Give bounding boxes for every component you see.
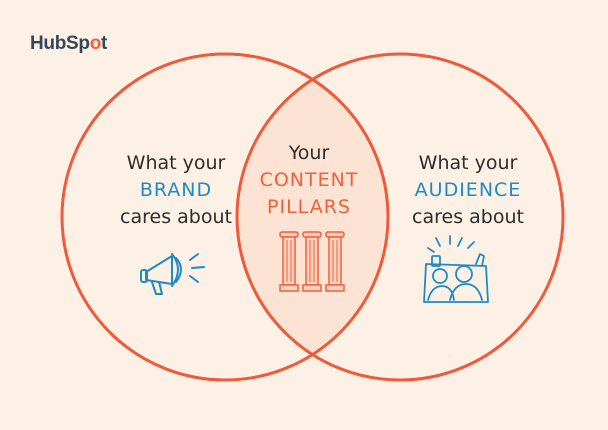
brand-label-line3: cares about: [120, 206, 232, 228]
hubspot-logo: HubSpot: [30, 33, 108, 54]
brand-circle: [60, 52, 390, 382]
audience-label-line3: cares about: [412, 206, 524, 228]
pillars-highlight: PILLARS: [267, 196, 351, 218]
pillars-icon: [279, 231, 345, 292]
brand-label-line1: What your: [126, 152, 226, 174]
brand-highlight: BRAND: [139, 179, 213, 201]
audience-circle: [235, 52, 565, 382]
brand-label: What your BRAND cares about: [96, 150, 256, 231]
content-highlight: CONTENT: [259, 169, 359, 191]
audience-highlight: AUDIENCE: [414, 179, 522, 201]
megaphone-icon: [140, 253, 205, 295]
audience-label-line1: What your: [418, 152, 518, 174]
audience-crowd-icon: [423, 235, 489, 303]
content-pillars-label: Your CONTENT PILLARS: [244, 140, 374, 221]
audience-label: What your AUDIENCE cares about: [388, 150, 548, 231]
center-label-line1: Your: [288, 142, 330, 164]
overlap-region: [237, 54, 388, 380]
